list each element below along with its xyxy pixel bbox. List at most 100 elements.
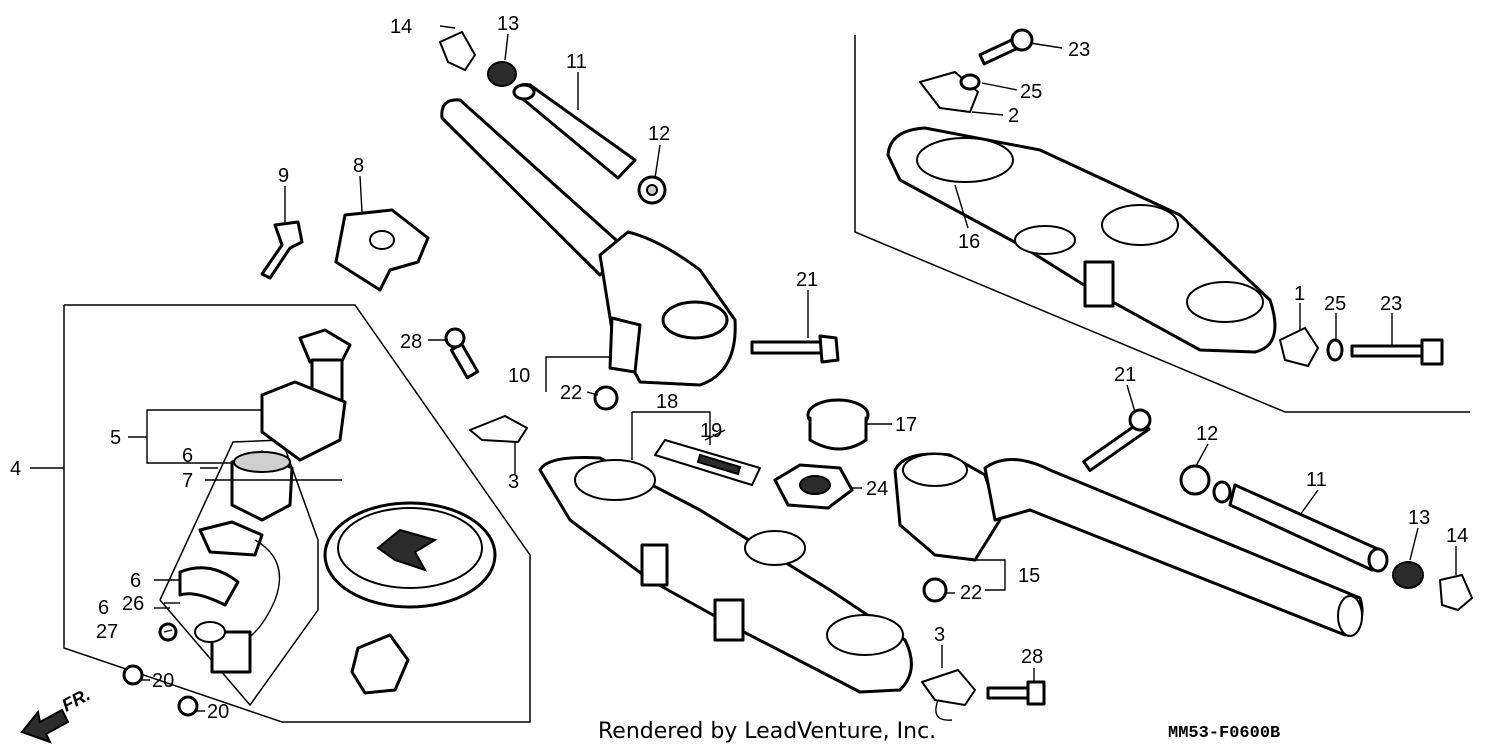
option-washer-lower [1326,338,1344,362]
upper-clamp-option-outline [854,35,1470,413]
callout-13-upper: 13 [497,13,519,35]
upper-handle-weight-rod [512,83,637,180]
screw-27 [158,622,178,642]
option-washer-upper [959,73,981,91]
callout-27: 27 [96,621,118,643]
callout-2: 2 [1008,105,1019,127]
upper-bolt-22-head [593,385,619,411]
callout-22-lower: 22 [960,582,982,604]
upper-clip-body [439,31,476,71]
lower-weight-nut [1179,464,1211,496]
callout-24: 24 [866,478,888,500]
front-label: FR. [58,684,93,715]
right-pinch-bolt-head [1026,680,1046,706]
callout-25-upper: 25 [1020,81,1042,103]
lower-handle-weight-set [1179,464,1473,611]
callout-28-lower: 28 [1021,646,1043,668]
upper-bolt-22 [593,385,619,411]
small-clamp-bracket [350,633,410,695]
callout-11-upper: 11 [566,51,587,73]
option-bolt-lower-head [1420,338,1444,366]
upper-triple-clamp [538,456,913,694]
callout-22-upper: 22 [560,382,582,404]
upper-triple-clamp-body [538,456,913,694]
upper-rubber-mount-body [487,61,517,87]
left-pinch-bolt-shank [449,342,480,380]
callout-16: 16 [958,231,980,253]
lower-weight-rod-end [1367,547,1389,573]
stem-nut-hole [799,475,831,495]
key-bracket [334,208,430,292]
option-stem-bore [1101,204,1179,246]
callout-14-upper: 14 [390,16,412,38]
callout-20-lower: 20 [207,701,229,723]
wire-lead [244,539,281,641]
stem-nut [773,463,854,510]
key-bracket-hole [369,230,395,250]
ignition-switch-assembly [260,328,352,462]
upper-weight-nut-center [646,184,658,196]
key-cylinder-cover [230,450,294,522]
clamp-boss-right [713,598,745,642]
option-bolt-lower-shank [1350,344,1426,358]
option-rear-bore [1014,225,1076,255]
switch-cover-cap-logo [376,528,438,572]
upper-weight-nut [637,175,667,205]
option-bolt-lower [1350,338,1444,366]
callout-21-lower: 21 [1114,364,1136,386]
right-handlebar [893,452,1364,637]
option-left-bore [916,137,1014,183]
callout-6-a: 6 [182,445,193,467]
right-handlebar-end [1337,595,1363,637]
upper-wire-clip [469,415,528,443]
lower-weight-washer [1212,480,1232,504]
callout-23-upper: 23 [1068,39,1090,61]
callout-3-lower: 3 [934,624,945,646]
cylinder-cover-top [233,451,291,473]
callout-1: 1 [1294,283,1305,305]
weight-rod-upper-end [512,83,536,101]
leader-lines [30,25,1457,712]
ignition-key-body [260,220,304,280]
callout-17: 17 [895,414,917,436]
ignition-screws [122,622,199,717]
option-side-clip [1279,327,1319,367]
left-pinch-bolt-head [444,327,466,349]
bolt-21-lower-head [1128,408,1152,432]
callout-14-lower: 14 [1446,525,1468,547]
switch-cover-cap [323,501,497,609]
option-right-bore [1186,281,1264,323]
left-handlebar [440,98,737,387]
callout-4: 4 [10,458,21,480]
screw-20-lower [177,695,199,717]
front-direction-indicator: FR. [20,684,93,744]
ignition-group-outline [63,304,531,723]
stem-cap [806,398,870,451]
small-ring [194,621,226,643]
ignition-switch-head [298,328,352,367]
lower-wire-clip [921,669,976,721]
callout-13-lower: 13 [1408,507,1430,529]
callout-7: 7 [182,470,193,492]
callout-23-lower: 23 [1380,293,1402,315]
clamp-boss-left [640,543,669,587]
option-bolt-upper-head [1010,28,1034,52]
option-side-clip-body [1279,327,1319,367]
front-arrow-icon [20,708,70,744]
callout-8: 8 [353,155,364,177]
upper-wire-clip-body [469,415,528,443]
callout-5: 5 [110,427,121,449]
callout-15: 15 [1018,565,1040,587]
bolt-21-upper-head [818,334,840,364]
option-upper-clamp [886,126,1277,354]
callout-3-upper: 3 [508,471,519,493]
left-fork-bore [574,459,656,501]
upper-clip [439,31,476,71]
weight-rod-upper [516,83,637,180]
diagram-reference-code: MM53-F0600B [1168,724,1280,743]
lower-wire-clip-body [921,669,976,706]
callout-18: 18 [656,391,678,413]
option-washer-upper-ring [959,73,981,91]
callout-21-upper: 21 [796,269,818,291]
